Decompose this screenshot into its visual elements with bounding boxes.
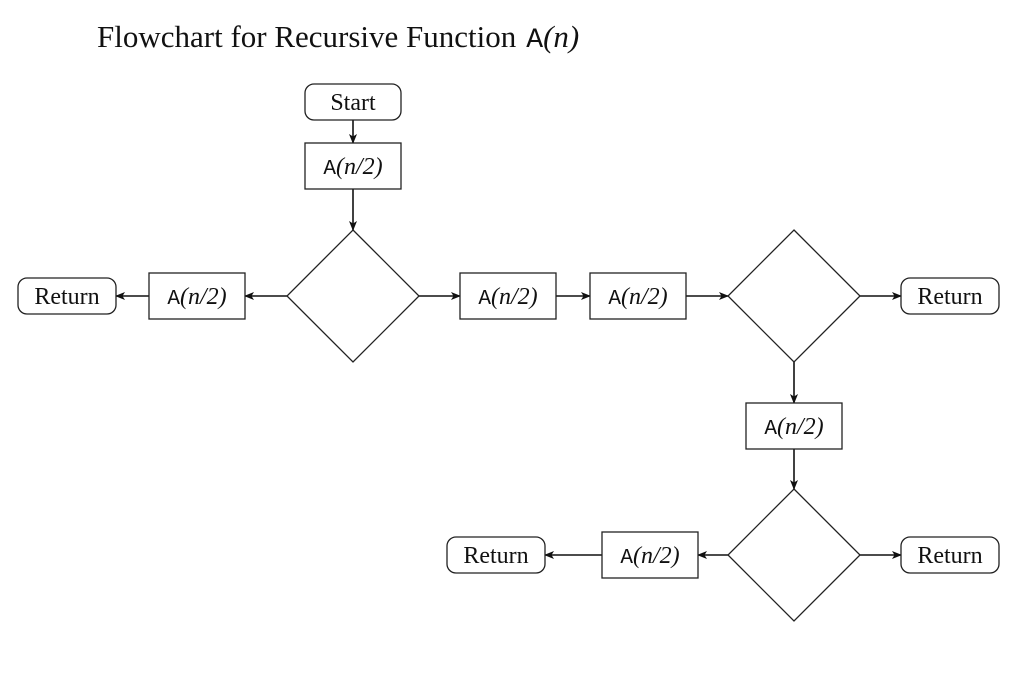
terminal-label: Return: [34, 284, 99, 310]
process-node-call_mid1: A(n/2): [459, 272, 557, 320]
process-box: [304, 142, 402, 190]
process-label: A(n/2): [167, 284, 226, 311]
terminal-node-start: Start: [304, 83, 402, 121]
title-prefix: Flowchart for Recursive Function: [97, 19, 517, 54]
process-label: A(n/2): [323, 154, 382, 181]
decision-node-dec3: [727, 488, 861, 622]
decision-diamond: [727, 229, 861, 363]
terminal-box: [446, 536, 546, 574]
process-node-call_bottom_left: A(n/2): [601, 531, 699, 579]
process-box: [148, 272, 246, 320]
terminal-node-ret_bottom_left: Return: [446, 536, 546, 574]
terminal-node-ret_right: Return: [900, 277, 1000, 315]
process-node-call_left: A(n/2): [148, 272, 246, 320]
terminal-node-ret_bottom_right: Return: [900, 536, 1000, 574]
terminal-label: Start: [330, 90, 376, 116]
process-box: [459, 272, 557, 320]
decision-node-dec2: [727, 229, 861, 363]
edges-layer: [115, 120, 902, 559]
terminal-box: [900, 536, 1000, 574]
page-title: Flowchart for Recursive Function A(n): [97, 19, 579, 56]
terminal-label: Return: [463, 543, 528, 569]
terminal-label: Return: [917, 284, 982, 310]
terminal-box: [900, 277, 1000, 315]
terminal-box: [304, 83, 402, 121]
terminal-node-ret_left: Return: [17, 277, 117, 315]
process-label: A(n/2): [620, 543, 679, 570]
decision-diamond: [727, 488, 861, 622]
process-label: A(n/2): [764, 414, 823, 441]
process-node-call1: A(n/2): [304, 142, 402, 190]
terminal-box: [17, 277, 117, 315]
title-args: (n): [543, 19, 579, 54]
process-box: [745, 402, 843, 450]
title-func: A: [526, 25, 543, 56]
process-label: A(n/2): [478, 284, 537, 311]
process-label: A(n/2): [608, 284, 667, 311]
process-box: [589, 272, 687, 320]
process-box: [601, 531, 699, 579]
process-node-call_mid2: A(n/2): [589, 272, 687, 320]
process-node-call_down: A(n/2): [745, 402, 843, 450]
decision-node-dec1: [286, 229, 420, 363]
decision-diamond: [286, 229, 420, 363]
terminal-label: Return: [917, 543, 982, 569]
